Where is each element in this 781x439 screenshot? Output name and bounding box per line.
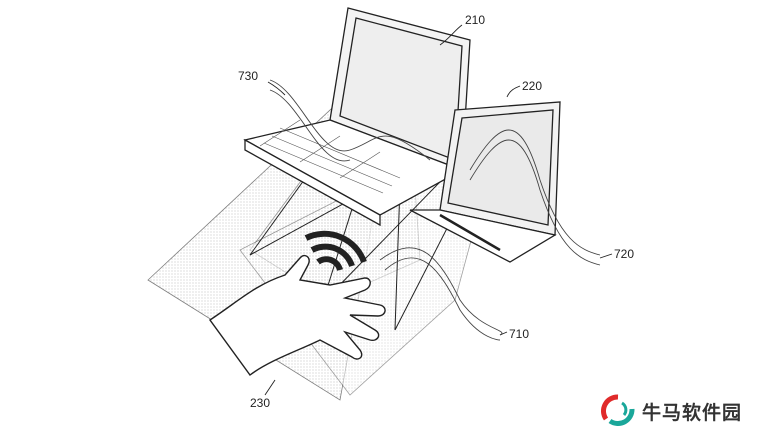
waveforms: [269, 79, 601, 341]
leader-lines: [264, 24, 613, 396]
laptop-device: [243, 7, 471, 227]
label-230: 230: [250, 396, 270, 410]
tablet-device: [409, 101, 561, 263]
watermark-logo-icon: [601, 394, 635, 426]
label-720: 720: [614, 247, 634, 261]
label-220: 220: [522, 79, 542, 93]
label-210: 210: [465, 13, 485, 27]
wireless-wave-icon: [304, 230, 367, 271]
user-hand: [209, 254, 386, 376]
label-730: 730: [238, 69, 258, 83]
label-710: 710: [509, 327, 529, 341]
watermark-text: 牛马软件园: [642, 401, 743, 424]
watermark: 牛马软件园: [600, 393, 742, 429]
